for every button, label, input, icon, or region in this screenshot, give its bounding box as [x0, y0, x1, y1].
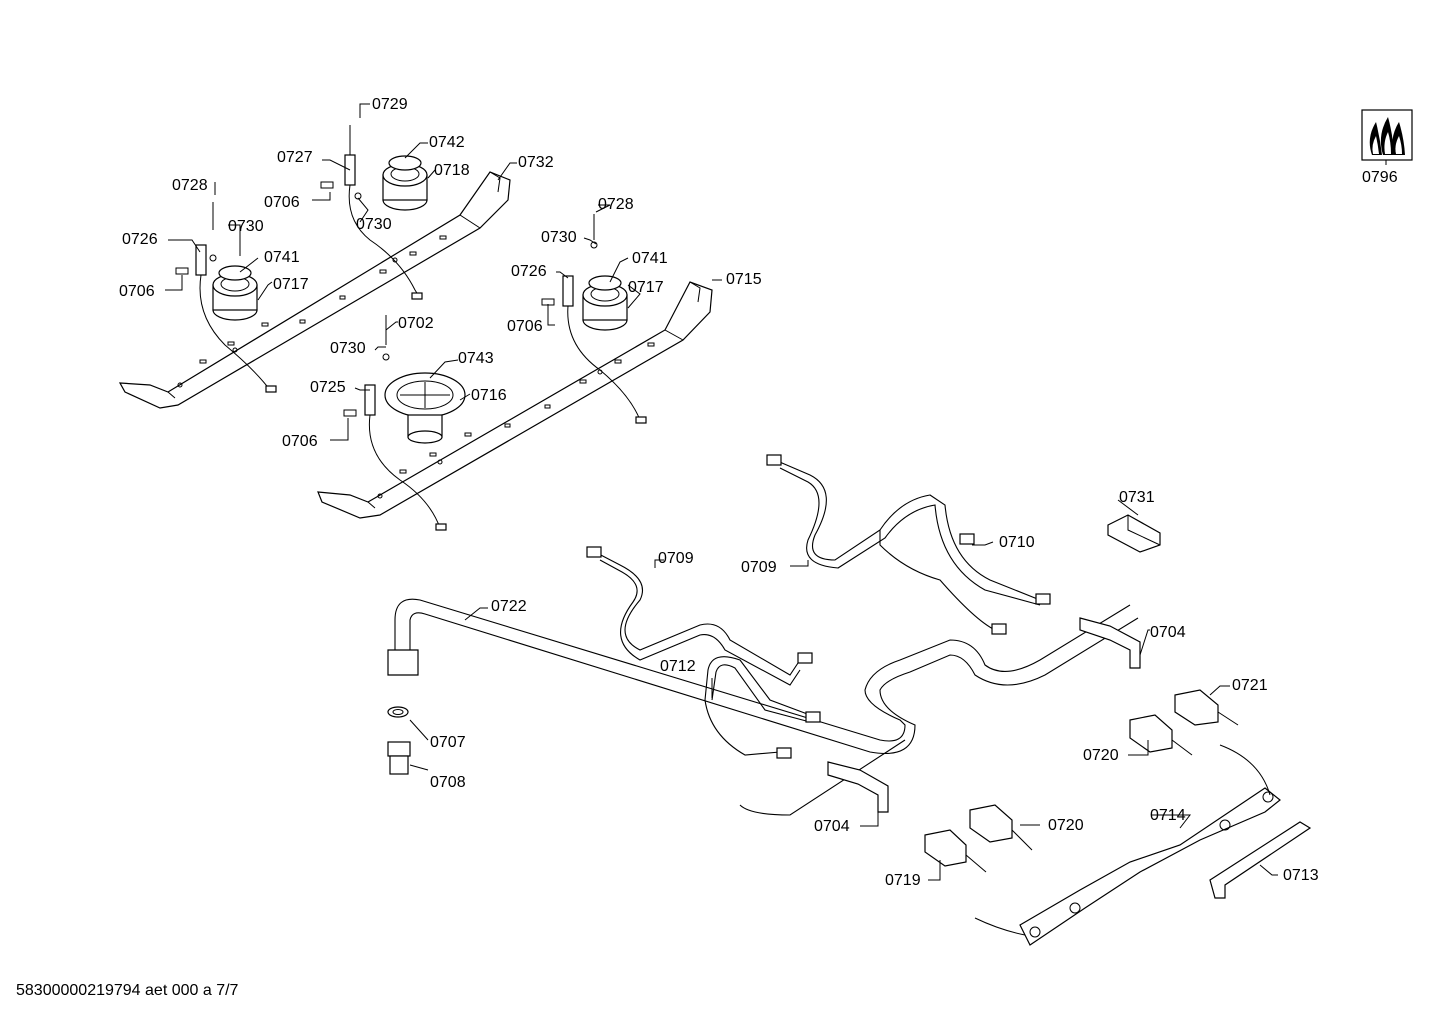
label-0715: 0715: [726, 271, 762, 288]
label-0731: 0731: [1119, 489, 1155, 506]
burner-rail-right: [317, 281, 713, 519]
label-0729: 0729: [372, 96, 408, 113]
label-0706: 0706: [119, 283, 155, 300]
document-id: 58300000219794 aet 000 a 7/7: [16, 982, 239, 999]
label-0720: 0720: [1048, 817, 1084, 834]
ignition-harness-0714: [974, 744, 1281, 946]
label-0730: 0730: [228, 218, 264, 235]
label-0712: 0712: [660, 658, 696, 675]
label-0716: 0716: [471, 387, 507, 404]
label-0714: 0714: [1150, 807, 1186, 824]
label-0796: 0796: [1362, 169, 1398, 186]
nuts-and-tags: [175, 181, 598, 417]
washer-0707: [387, 706, 409, 718]
label-0708: 0708: [430, 774, 466, 791]
label-0722: 0722: [491, 598, 527, 615]
label-0709: 0709: [658, 550, 694, 567]
label-0726: 0726: [122, 231, 158, 248]
label-0741: 0741: [632, 250, 668, 267]
gas-tube-0709-left: [586, 546, 801, 686]
burner-assembly-0743: [364, 315, 466, 531]
label-0743: 0743: [458, 350, 494, 367]
part-0731: [1107, 514, 1161, 553]
label-0706: 0706: [264, 194, 300, 211]
valve-0721: [1174, 689, 1239, 726]
gas-tube-0709-right: [766, 454, 1051, 635]
label-0721: 0721: [1232, 677, 1268, 694]
gas-pipe-0722: [387, 598, 1139, 816]
label-0704: 0704: [1150, 624, 1186, 641]
label-0704: 0704: [814, 818, 850, 835]
label-0717: 0717: [628, 279, 664, 296]
label-0719: 0719: [885, 872, 921, 889]
bracket-0704-upper: [1079, 617, 1141, 669]
label-0730: 0730: [330, 340, 366, 357]
label-0728: 0728: [598, 196, 634, 213]
label-0707: 0707: [430, 734, 466, 751]
label-0706: 0706: [507, 318, 543, 335]
valve-0720-upper: [1129, 714, 1193, 756]
label-0717: 0717: [273, 276, 309, 293]
burner-assembly-0742: [344, 125, 428, 300]
label-0732: 0732: [518, 154, 554, 171]
gas-tube-0712: [704, 652, 821, 759]
label-0726: 0726: [511, 263, 547, 280]
label-0713: 0713: [1283, 867, 1319, 884]
flame-icon: [1361, 109, 1413, 161]
label-0742: 0742: [429, 134, 465, 151]
label-0725: 0725: [310, 379, 346, 396]
burner-rail-left: [118, 171, 511, 409]
bracket-0704-lower: [827, 761, 889, 813]
part-labels: 0729 0742 0727 0718 0732 0728 0706 0730 …: [119, 96, 1398, 889]
label-0741: 0741: [264, 249, 300, 266]
label-0706: 0706: [282, 433, 318, 450]
valve-0720-lower: [969, 804, 1033, 851]
label-0730: 0730: [356, 216, 392, 233]
strip-0713: [1209, 821, 1312, 899]
label-0702: 0702: [398, 315, 434, 332]
leader-lines: [165, 103, 1387, 881]
label-0718: 0718: [434, 162, 470, 179]
label-0728: 0728: [172, 177, 208, 194]
burner-assembly-0741-right: [562, 214, 647, 424]
burner-assembly-0741-left: [195, 202, 277, 393]
fitting-0708: [387, 741, 411, 775]
label-0709: 0709: [741, 559, 777, 576]
label-0710: 0710: [999, 534, 1035, 551]
label-0727: 0727: [277, 149, 313, 166]
label-0720: 0720: [1083, 747, 1119, 764]
label-0730: 0730: [541, 229, 577, 246]
valve-0719: [924, 829, 987, 873]
